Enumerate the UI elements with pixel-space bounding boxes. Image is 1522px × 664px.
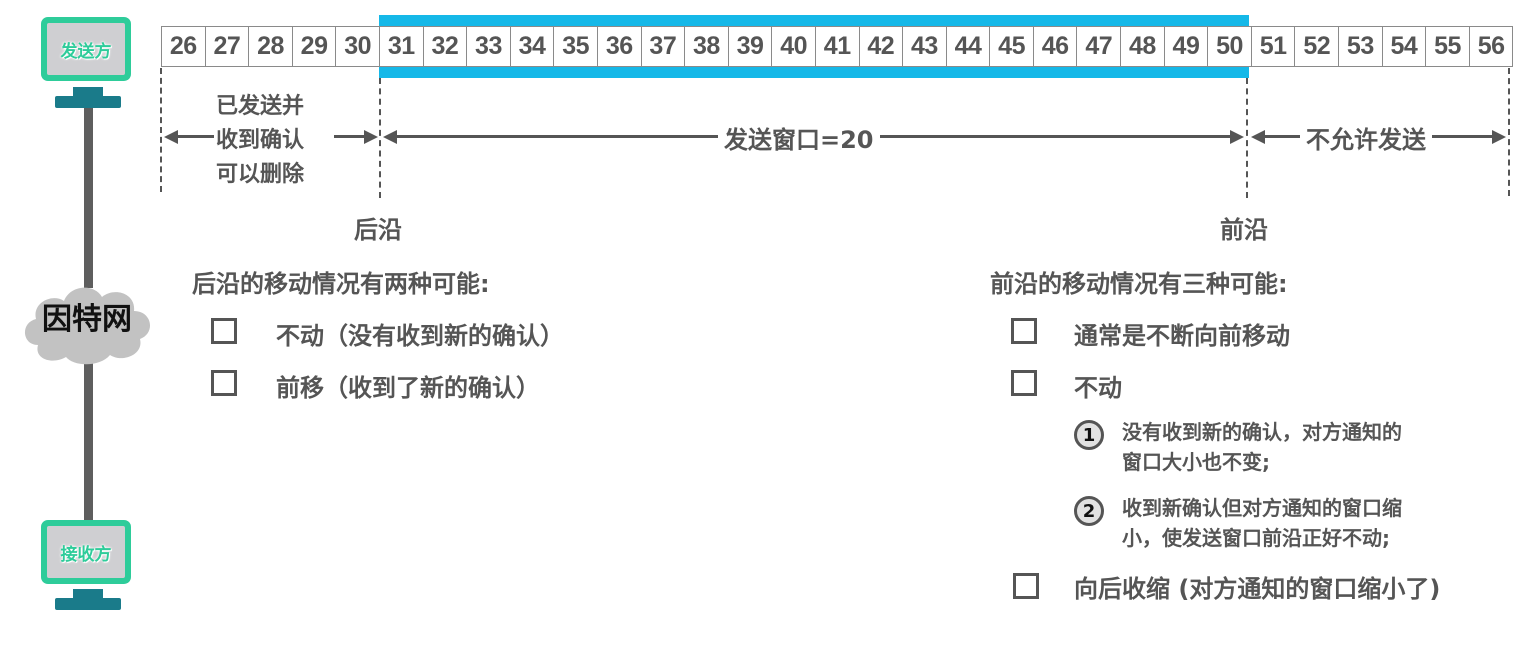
sub-item-2-line-1: 收到新确认但对方通知的窗口缩 (1122, 496, 1402, 520)
seq-cell: 47 (1076, 26, 1121, 67)
trailing-item-1: 不动（没有收到新的确认） (276, 322, 564, 350)
seq-cell: 34 (509, 26, 554, 67)
seq-cell: 30 (335, 26, 379, 67)
seq-cell: 53 (1338, 26, 1382, 67)
seq-cell: 46 (1032, 26, 1077, 67)
seq-cell: 45 (989, 26, 1033, 67)
cloud-icon (24, 287, 151, 365)
leading-edge-guide (1246, 78, 1248, 198)
seq-cell: 31 (378, 26, 423, 67)
arrow-right-icon (1230, 130, 1244, 144)
seq-cell: 49 (1163, 26, 1208, 67)
receiver-stand-base (55, 598, 121, 610)
seq-cell: 56 (1468, 26, 1514, 67)
seq-cell: 29 (291, 26, 336, 67)
arrow-left-icon (164, 130, 178, 144)
not-allowed-label: 不允许发送 (1300, 120, 1432, 155)
acked-line-1: 已发送并 (216, 94, 305, 119)
checkbox-icon (1011, 370, 1037, 396)
number-1-icon: 1 (1074, 420, 1104, 450)
seq-cell: 54 (1381, 26, 1426, 67)
trailing-edge-guide (379, 78, 381, 198)
arrow-right-icon (1492, 130, 1506, 144)
send-window-top-bar (379, 15, 1249, 26)
seq-cell: 37 (640, 26, 685, 67)
seq-cell: 44 (945, 26, 990, 67)
seq-cell: 27 (204, 26, 249, 67)
seq-cell: 38 (684, 26, 728, 67)
leading-item-2: 不动 (1074, 374, 1122, 402)
seq-cell: 40 (771, 26, 815, 67)
sequence-number-row: 26 27 28 29 30 31 32 33 34 35 36 37 38 3… (161, 26, 1514, 67)
acked-left-guide (160, 68, 162, 192)
seq-cell: 41 (814, 26, 859, 67)
not-allowed-right-guide (1508, 68, 1510, 196)
seq-cell: 39 (727, 26, 772, 67)
sender-stand-base (55, 96, 121, 108)
checkbox-icon (211, 370, 237, 396)
sender-label: 发送方 (60, 41, 112, 62)
seq-cell: 28 (248, 26, 292, 67)
arrow-line (176, 135, 214, 138)
acked-line-3: 可以删除 (216, 162, 305, 187)
trailing-item-2: 前移（收到了新的确认） (276, 374, 540, 402)
checkbox-icon (1013, 573, 1039, 599)
leading-item-3: 向后收缩 (对方通知的窗口缩小了) (1074, 575, 1441, 603)
network-link-top (84, 108, 93, 288)
seq-cell: 50 (1207, 26, 1251, 67)
arrow-left-icon (1251, 130, 1265, 144)
trailing-edge-label: 后沿 (354, 216, 402, 244)
seq-cell: 32 (422, 26, 467, 67)
acked-line-2: 收到确认 (216, 128, 305, 153)
seq-cell: 52 (1294, 26, 1339, 67)
sub-item-2-line-2: 小，使发送窗口前沿正好不动; (1122, 526, 1390, 550)
network-label: 因特网 (42, 302, 132, 337)
checkbox-icon (211, 318, 237, 344)
seq-cell: 35 (553, 26, 597, 67)
send-window-bottom-bar (379, 67, 1249, 78)
seq-cell: 36 (596, 26, 641, 67)
receiver-label: 接收方 (60, 544, 112, 565)
seq-cell: 42 (858, 26, 903, 67)
seq-cell: 33 (466, 26, 510, 67)
sub-item-1-line-1: 没有收到新的确认，对方通知的 (1122, 420, 1402, 444)
sender-host-icon: 发送方 (41, 17, 131, 81)
arrow-right-icon (364, 130, 378, 144)
checkbox-icon (1011, 318, 1037, 344)
network-link-bottom (84, 360, 93, 522)
seq-cell: 48 (1120, 26, 1164, 67)
arrow-left-icon (383, 130, 397, 144)
arrow-line (334, 135, 366, 138)
sub-item-1-line-2: 窗口大小也不变; (1122, 450, 1270, 474)
trailing-section-title: 后沿的移动情况有两种可能: (192, 270, 490, 298)
number-2-icon: 2 (1074, 496, 1104, 526)
seq-cell: 43 (902, 26, 946, 67)
leading-edge-label: 前沿 (1220, 216, 1268, 244)
seq-cell: 55 (1425, 26, 1469, 67)
leading-section-title: 前沿的移动情况有三种可能: (990, 270, 1288, 298)
seq-cell: 26 (161, 26, 205, 67)
leading-item-1: 通常是不断向前移动 (1074, 322, 1290, 350)
send-window-label: 发送窗口=20 (718, 120, 880, 155)
receiver-host-icon: 接收方 (41, 520, 131, 584)
seq-cell: 51 (1250, 26, 1295, 67)
